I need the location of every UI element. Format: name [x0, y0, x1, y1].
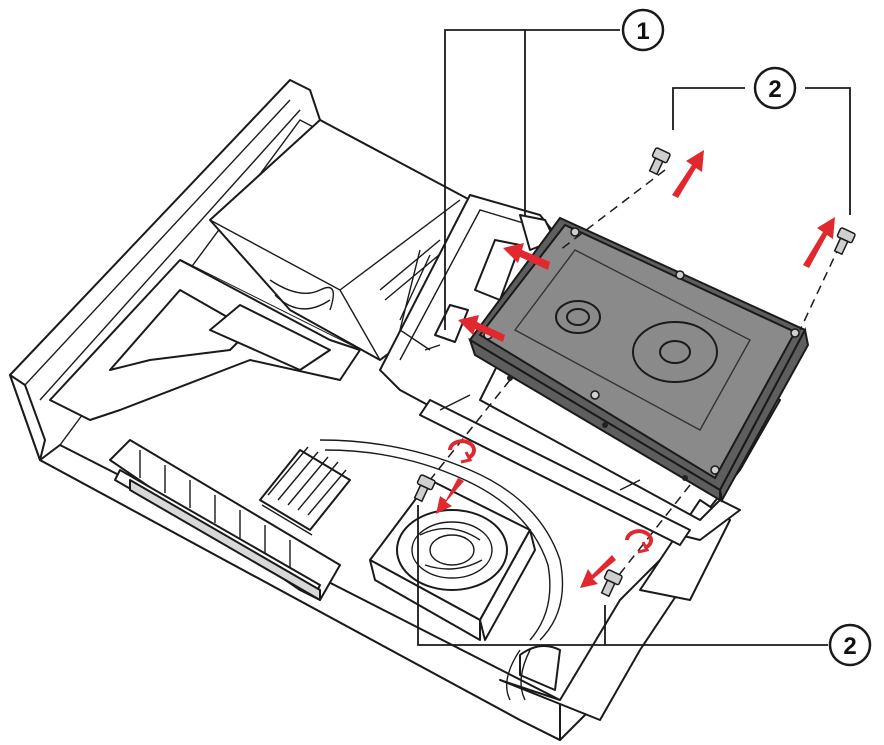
push-arrow-icon: [436, 150, 835, 588]
screw-icon: [413, 147, 856, 598]
hard-disk-drive: [468, 216, 810, 503]
callout-2-top: 2: [753, 66, 797, 110]
riser-bracket: [49, 259, 361, 421]
memory-module: [109, 439, 341, 601]
callout-2-top-label: 2: [768, 76, 781, 103]
cables: [319, 249, 564, 701]
power-supply: [209, 119, 471, 361]
heatsink: [259, 446, 351, 536]
screw-paths: [429, 169, 841, 581]
drive-bay: [379, 194, 741, 546]
callout-leaders: [417, 29, 851, 646]
callout-2-bottom: 2: [828, 623, 872, 667]
cpu-fan: [369, 479, 536, 641]
callout-1: 1: [621, 8, 665, 52]
callout-1-label: 1: [636, 18, 649, 45]
callout-2-bottom-label: 2: [843, 633, 856, 660]
rotate-arrow-icon: [448, 439, 653, 554]
